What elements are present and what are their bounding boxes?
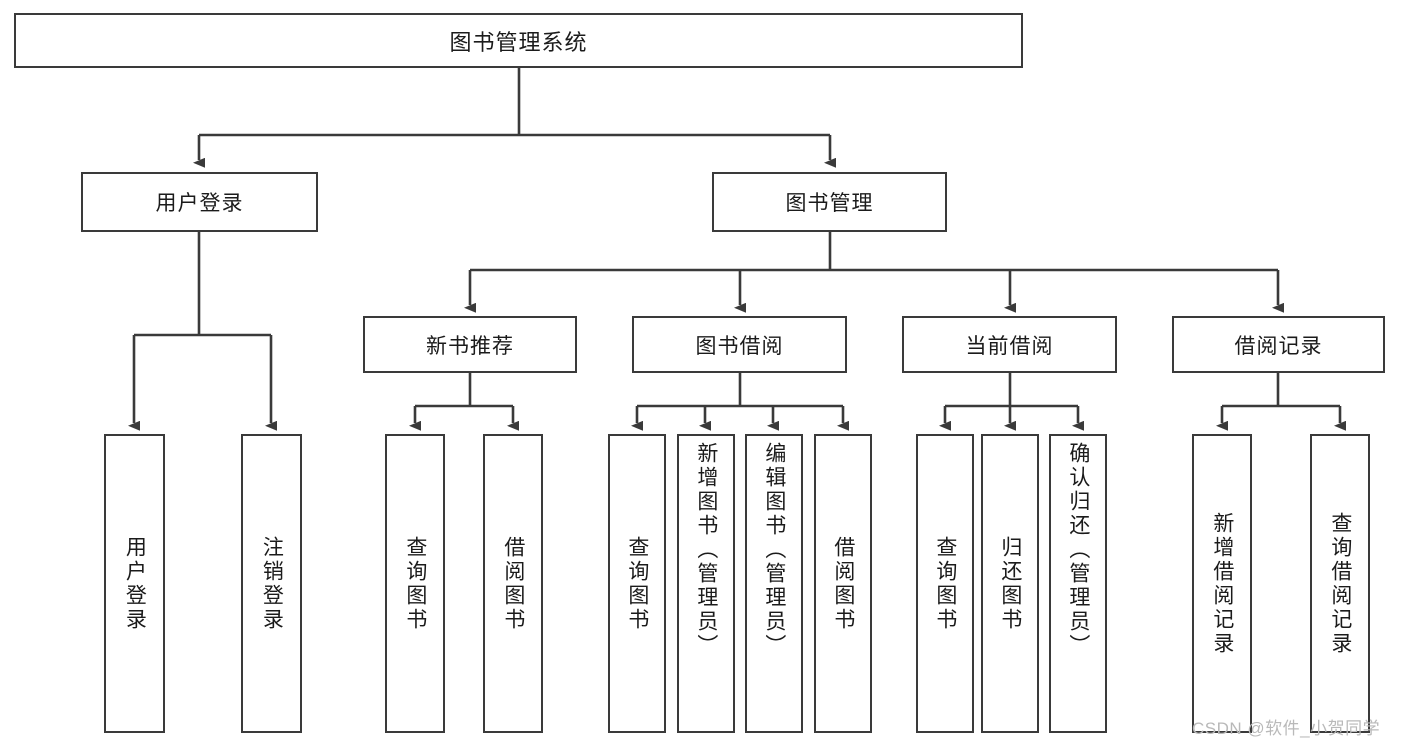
node-label: 确认归还（管理员） xyxy=(1066,442,1090,658)
node-label: 图书管理系统 xyxy=(449,29,588,55)
node-label: 新书推荐 xyxy=(426,334,514,358)
node-root-system[interactable]: 图书管理系统 xyxy=(14,13,1023,68)
node-label: 查询图书 xyxy=(403,535,427,632)
node-label: 图书借阅 xyxy=(695,334,784,358)
leaf-record-query[interactable]: 查询借阅记录 xyxy=(1310,434,1370,733)
node-user-login[interactable]: 用户登录 xyxy=(81,172,318,232)
node-current-borrow[interactable]: 当前借阅 xyxy=(902,316,1117,373)
node-label: 当前借阅 xyxy=(965,334,1054,358)
node-label: 用户登录 xyxy=(155,192,244,215)
leaf-current-confirm-return[interactable]: 确认归还（管理员） xyxy=(1049,434,1107,733)
node-label: 图书管理 xyxy=(785,192,874,215)
node-label: 借阅图书 xyxy=(501,535,525,632)
leaf-borrow-add-book[interactable]: 新增图书（管理员） xyxy=(677,434,735,733)
node-label: 借阅记录 xyxy=(1234,334,1323,358)
node-borrow-record[interactable]: 借阅记录 xyxy=(1172,316,1385,373)
node-label: 查询图书 xyxy=(625,535,649,632)
csdn-watermark: CSDN @软件_小贺同学 xyxy=(1192,719,1381,738)
node-label: 新增图书（管理员） xyxy=(694,442,718,658)
node-label: 新增借阅记录 xyxy=(1210,511,1234,656)
node-label: 注销登录 xyxy=(260,535,284,632)
leaf-borrow-edit-book[interactable]: 编辑图书（管理员） xyxy=(745,434,803,733)
leaf-current-query-book[interactable]: 查询图书 xyxy=(916,434,974,733)
leaf-new-book-query[interactable]: 查询图书 xyxy=(385,434,445,733)
node-label: 借阅图书 xyxy=(831,535,855,632)
leaf-user-logout[interactable]: 注销登录 xyxy=(241,434,302,733)
node-label: 编辑图书（管理员） xyxy=(762,442,786,658)
leaf-borrow-query-book[interactable]: 查询图书 xyxy=(608,434,666,733)
leaf-user-login[interactable]: 用户登录 xyxy=(104,434,165,733)
node-book-borrow[interactable]: 图书借阅 xyxy=(632,316,847,373)
node-label: 用户登录 xyxy=(123,535,147,632)
leaf-borrow-borrow-book[interactable]: 借阅图书 xyxy=(814,434,872,733)
leaf-current-return-book[interactable]: 归还图书 xyxy=(981,434,1039,733)
node-label: 归还图书 xyxy=(998,535,1022,632)
leaf-new-book-borrow[interactable]: 借阅图书 xyxy=(483,434,543,733)
node-new-book-recommend[interactable]: 新书推荐 xyxy=(363,316,577,373)
node-label: 查询图书 xyxy=(933,535,957,632)
node-label: 查询借阅记录 xyxy=(1328,511,1352,656)
leaf-record-add[interactable]: 新增借阅记录 xyxy=(1192,434,1252,733)
node-book-management[interactable]: 图书管理 xyxy=(712,172,947,232)
